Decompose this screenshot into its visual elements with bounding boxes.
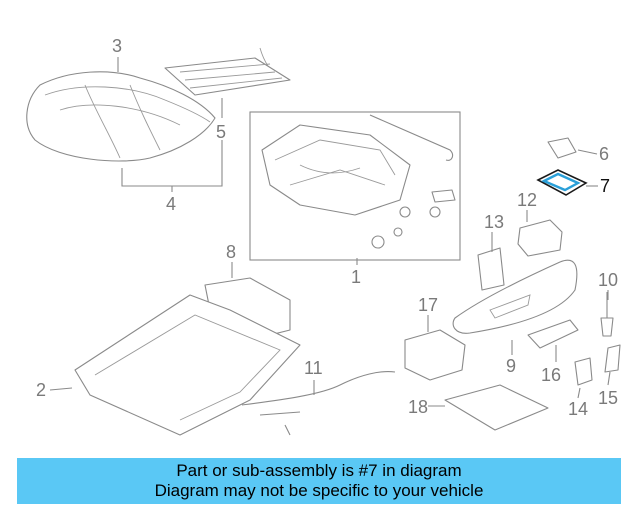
part-11-harness [241, 371, 396, 436]
part-12-switch [517, 219, 563, 257]
caption-line-2: Diagram may not be specific to your vehi… [154, 481, 484, 500]
part-9-side-cover [452, 259, 578, 334]
callout-2: 2 [36, 380, 46, 400]
callout-4: 4 [166, 194, 176, 214]
caption-line-1: Part or sub-assembly is #7 in diagram [176, 461, 462, 480]
part-1-frame [249, 111, 461, 261]
callout-14: 14 [568, 399, 588, 419]
part-10-screw [600, 292, 614, 337]
parts-diagram: 3 5 4 1 6 7 12 13 8 10 17 9 16 14 15 2 1… [26, 36, 621, 436]
callout-16: 16 [541, 365, 561, 385]
callout-13: 13 [484, 212, 504, 232]
part-3-cushion [26, 71, 216, 162]
part-6-clip [547, 137, 577, 159]
seat-wire [369, 114, 454, 161]
frame-bolts [371, 189, 456, 249]
callout-8: 8 [226, 242, 236, 262]
part-5-sheet [164, 47, 291, 96]
callout-1: 1 [351, 267, 361, 287]
callout-9: 9 [506, 356, 516, 376]
part-14-button [574, 357, 593, 386]
part-17-module [404, 329, 466, 381]
part-7-highlight [536, 169, 588, 196]
leader-lines [49, 57, 611, 407]
callout-12: 12 [517, 190, 537, 210]
caption-banner: Part or sub-assembly is #7 in diagram Di… [17, 458, 621, 504]
part-18-plate [444, 384, 549, 431]
part-2-track [74, 294, 301, 436]
callout-10: 10 [598, 270, 618, 290]
callout-11: 11 [304, 358, 323, 378]
callout-15: 15 [598, 388, 618, 408]
callout-7: 7 [600, 176, 610, 196]
callout-5: 5 [216, 122, 226, 142]
part-13-bracket [477, 247, 505, 291]
part-15-button [604, 344, 621, 373]
callout-17: 17 [418, 295, 438, 315]
part-16-knob [527, 319, 579, 349]
callout-18: 18 [408, 397, 428, 417]
callout-6: 6 [599, 144, 609, 164]
callout-3: 3 [112, 36, 122, 56]
